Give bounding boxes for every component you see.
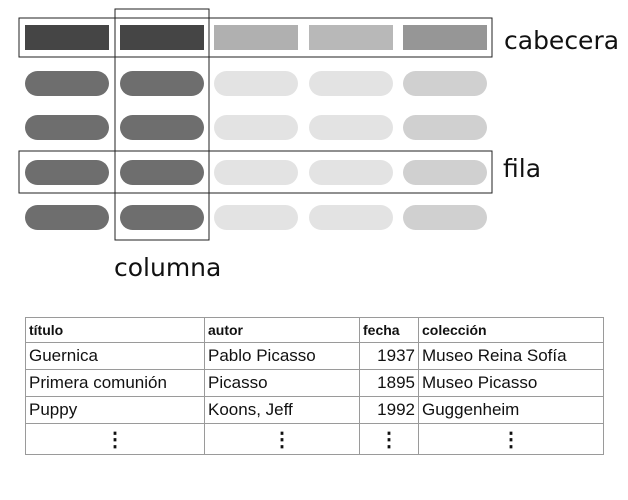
table-row: Primera comunión Picasso 1895 Museo Pica… bbox=[25, 369, 604, 397]
table-cell: 1937 bbox=[359, 342, 419, 370]
table-row: Puppy Koons, Jeff 1992 Guggenheim bbox=[25, 396, 604, 424]
row-pill bbox=[403, 205, 487, 230]
table-cell: Guernica bbox=[25, 342, 205, 370]
row-pill bbox=[214, 115, 298, 140]
row-pill bbox=[403, 115, 487, 140]
table-cell: 1895 bbox=[359, 369, 419, 397]
row-frame bbox=[18, 150, 493, 194]
header-bar bbox=[403, 25, 487, 50]
column-frame bbox=[114, 8, 210, 241]
row-pill bbox=[25, 205, 109, 230]
row-pill bbox=[403, 71, 487, 96]
ellipsis-cell: ⋮ bbox=[359, 423, 419, 455]
row-pill bbox=[214, 71, 298, 96]
ellipsis-cell: ⋮ bbox=[418, 423, 604, 455]
row-pill bbox=[120, 115, 204, 140]
table-cell: Pablo Picasso bbox=[204, 342, 360, 370]
table-cell: Museo Reina Sofía bbox=[418, 342, 604, 370]
column-header-titulo: título bbox=[25, 317, 205, 343]
row-pill bbox=[120, 71, 204, 96]
table-cell: Guggenheim bbox=[418, 396, 604, 424]
table-header-row: título autor fecha colección bbox=[25, 317, 604, 343]
column-header-coleccion: colección bbox=[418, 317, 604, 343]
column-label: columna bbox=[114, 253, 221, 282]
row-pill bbox=[403, 160, 487, 185]
table-cell: 1992 bbox=[359, 396, 419, 424]
table-cell: Picasso bbox=[204, 369, 360, 397]
row-pill bbox=[120, 205, 204, 230]
table-cell: Museo Picasso bbox=[418, 369, 604, 397]
row-label: fila bbox=[503, 154, 541, 183]
table-structure-diagram: cabecera fila columna bbox=[18, 8, 619, 282]
row-pill bbox=[309, 160, 393, 185]
row-pill bbox=[309, 71, 393, 96]
row-pill bbox=[25, 115, 109, 140]
table-ellipsis-row: ⋮ ⋮ ⋮ ⋮ bbox=[25, 423, 604, 455]
row-pill bbox=[120, 160, 204, 185]
sample-table: título autor fecha colección Guernica Pa… bbox=[25, 317, 604, 455]
table-cell: Koons, Jeff bbox=[204, 396, 360, 424]
ellipsis-cell: ⋮ bbox=[204, 423, 360, 455]
row-pill bbox=[309, 205, 393, 230]
row-pill bbox=[309, 115, 393, 140]
pill-rows bbox=[25, 71, 487, 230]
header-bar bbox=[214, 25, 298, 50]
row-pill bbox=[25, 160, 109, 185]
header-bar bbox=[309, 25, 393, 50]
header-label: cabecera bbox=[504, 26, 619, 55]
header-bars bbox=[25, 25, 487, 50]
row-pill bbox=[25, 71, 109, 96]
ellipsis-cell: ⋮ bbox=[25, 423, 205, 455]
table-cell: Puppy bbox=[25, 396, 205, 424]
column-header-autor: autor bbox=[204, 317, 360, 343]
header-bar bbox=[120, 25, 204, 50]
row-pill bbox=[214, 205, 298, 230]
header-frame bbox=[18, 17, 493, 58]
column-header-fecha: fecha bbox=[359, 317, 419, 343]
row-pill bbox=[214, 160, 298, 185]
header-bar bbox=[25, 25, 109, 50]
table-cell: Primera comunión bbox=[25, 369, 205, 397]
table-row: Guernica Pablo Picasso 1937 Museo Reina … bbox=[25, 342, 604, 370]
